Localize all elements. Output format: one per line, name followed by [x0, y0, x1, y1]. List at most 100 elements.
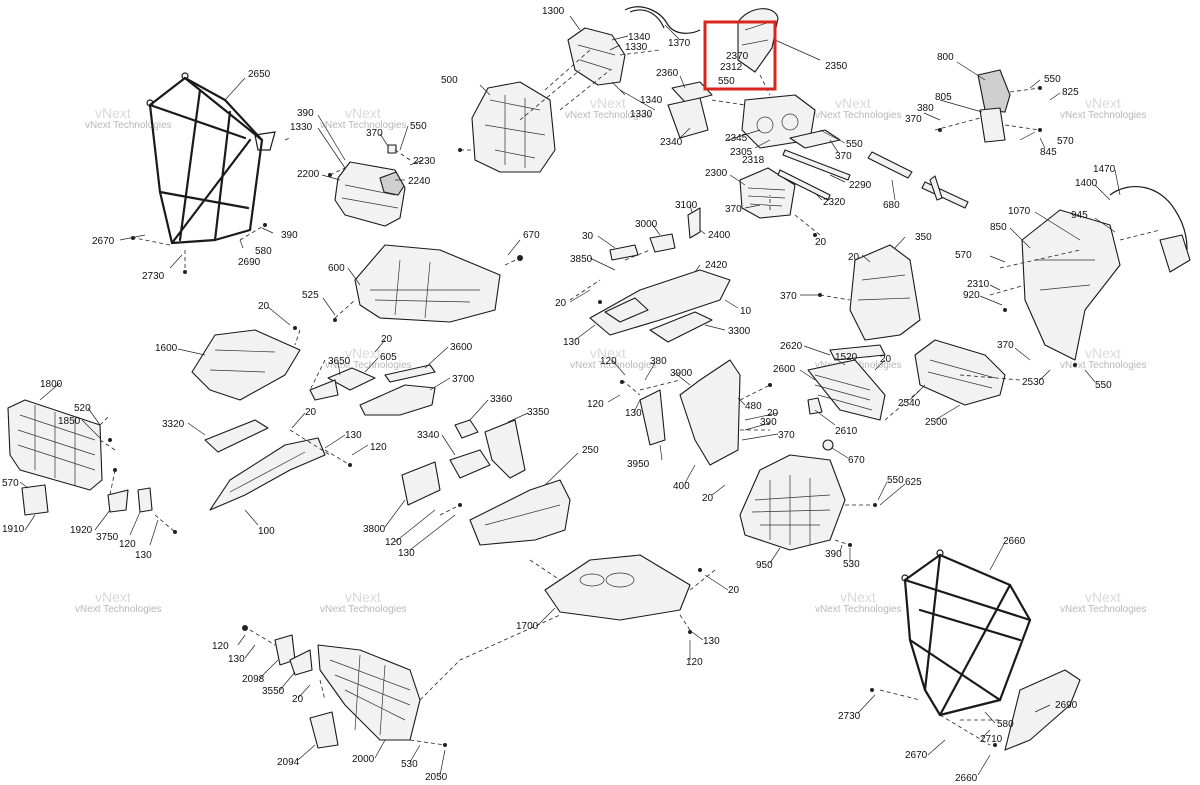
part-number-label[interactable]: 1470 [1093, 164, 1116, 175]
part-number-label[interactable]: 2670 [905, 750, 928, 761]
part-number-label[interactable]: 250 [582, 445, 599, 456]
part-number-label[interactable]: 570 [2, 478, 19, 489]
part-number-label[interactable]: 100 [258, 526, 275, 537]
part-number-label[interactable]: 2710 [980, 734, 1003, 745]
part-number-label[interactable]: 20 [848, 252, 860, 263]
part-number-label[interactable]: 120 [370, 442, 387, 453]
part-number-label[interactable]: 130 [135, 550, 152, 561]
part-number-label[interactable]: 3360 [490, 394, 513, 405]
part-number-label[interactable]: 480 [745, 401, 762, 412]
part-number-label[interactable]: 2340 [660, 137, 683, 148]
part-number-label[interactable]: 2350 [825, 61, 848, 72]
part-number-label[interactable]: 20 [555, 298, 567, 309]
part-number-label[interactable]: 605 [380, 352, 397, 363]
part-number-label[interactable]: 550 [887, 475, 904, 486]
part-number-label[interactable]: 20 [767, 408, 779, 419]
part-number-label[interactable]: 370 [905, 114, 922, 125]
part-number-label[interactable]: 130 [625, 408, 642, 419]
part-number-label[interactable]: 3900 [670, 368, 693, 379]
part-number-label[interactable]: 3750 [96, 532, 119, 543]
part-number-label[interactable]: 2500 [925, 417, 948, 428]
part-number-label[interactable]: 130 [398, 548, 415, 559]
part-number-label[interactable]: 825 [1062, 87, 1079, 98]
part-number-label[interactable]: 550 [410, 121, 427, 132]
part-number-label[interactable]: 20 [728, 585, 740, 596]
part-number-label[interactable]: 2400 [708, 230, 731, 241]
part-number-label[interactable]: 3550 [262, 686, 285, 697]
part-number-label[interactable]: 120 [119, 539, 136, 550]
part-number-label[interactable]: 380 [917, 103, 934, 114]
part-number-label[interactable]: 3340 [417, 430, 440, 441]
part-number-label[interactable]: 3650 [328, 356, 351, 367]
part-number-label[interactable]: 520 [74, 403, 91, 414]
part-number-label[interactable]: 2000 [352, 754, 375, 765]
part-number-label[interactable]: 120 [600, 356, 617, 367]
part-number-label[interactable]: 850 [990, 222, 1007, 233]
part-number-label[interactable]: 20 [880, 354, 892, 365]
part-number-label[interactable]: 2690 [238, 257, 261, 268]
part-number-label[interactable]: 3600 [450, 342, 473, 353]
part-number-label[interactable]: 2730 [142, 271, 165, 282]
part-number-label[interactable]: 1600 [155, 343, 178, 354]
part-number-label[interactable]: 1920 [70, 525, 93, 536]
part-number-label[interactable]: 1400 [1075, 178, 1098, 189]
part-number-label[interactable]: 2345 [725, 133, 748, 144]
part-number-label[interactable]: 570 [1057, 136, 1074, 147]
part-number-label[interactable]: 3950 [627, 459, 650, 470]
part-number-label[interactable]: 3850 [570, 254, 593, 265]
part-number-label[interactable]: 3300 [728, 326, 751, 337]
part-number-label[interactable]: 370 [725, 204, 742, 215]
part-number-label[interactable]: 2300 [705, 168, 728, 179]
part-number-label[interactable]: 3000 [635, 219, 658, 230]
part-number-label[interactable]: 3700 [452, 374, 475, 385]
part-number-label[interactable]: 20 [258, 301, 270, 312]
part-number-label[interactable]: 2310 [967, 279, 990, 290]
part-number-label[interactable]: 370 [778, 430, 795, 441]
part-number-label[interactable]: 1800 [40, 379, 63, 390]
part-number-label[interactable]: 2094 [277, 757, 300, 768]
part-number-label[interactable]: 20 [702, 493, 714, 504]
part-number-label[interactable]: 2670 [92, 236, 115, 247]
part-number-label[interactable]: 1330 [290, 122, 313, 133]
part-number-label[interactable]: 390 [297, 108, 314, 119]
part-number-label[interactable]: 2370 [726, 51, 749, 62]
part-number-label[interactable]: 20 [381, 334, 393, 345]
part-number-label[interactable]: 845 [1040, 147, 1057, 158]
part-number-label[interactable]: 500 [441, 75, 458, 86]
part-number-label[interactable]: 1340 [628, 32, 651, 43]
part-number-label[interactable]: 2730 [838, 711, 861, 722]
part-number-label[interactable]: 3800 [363, 524, 386, 535]
part-number-label[interactable]: 550 [1095, 380, 1112, 391]
part-number-label[interactable]: 950 [756, 560, 773, 571]
part-number-label[interactable]: 120 [385, 537, 402, 548]
part-number-label[interactable]: 370 [366, 128, 383, 139]
part-number-label[interactable]: 130 [345, 430, 362, 441]
part-number-label[interactable]: 390 [825, 549, 842, 560]
part-number-label[interactable]: 130 [703, 636, 720, 647]
part-number-label[interactable]: 1330 [630, 109, 653, 120]
part-number-label[interactable]: 2600 [773, 364, 796, 375]
part-number-label[interactable]: 1850 [58, 416, 81, 427]
part-number-label[interactable]: 370 [835, 151, 852, 162]
part-number-label[interactable]: 130 [563, 337, 580, 348]
part-number-label[interactable]: 400 [673, 481, 690, 492]
part-number-label[interactable]: 1300 [542, 6, 565, 17]
part-number-label[interactable]: 350 [915, 232, 932, 243]
part-number-label[interactable]: 390 [281, 230, 298, 241]
part-number-label[interactable]: 3100 [675, 200, 698, 211]
part-number-label[interactable]: 2318 [742, 155, 765, 166]
part-number-label[interactable]: 390 [760, 417, 777, 428]
part-number-label[interactable]: 120 [587, 399, 604, 410]
part-number-label[interactable]: 805 [935, 92, 952, 103]
part-number-label[interactable]: 600 [328, 263, 345, 274]
part-number-label[interactable]: 1330 [625, 42, 648, 53]
part-number-label[interactable]: 2360 [656, 68, 679, 79]
part-number-label[interactable]: 670 [848, 455, 865, 466]
part-number-label[interactable]: 20 [815, 237, 827, 248]
part-number-label[interactable]: 2690 [1055, 700, 1078, 711]
part-number-label[interactable]: 2305 [730, 147, 753, 158]
part-number-label[interactable]: 530 [843, 559, 860, 570]
part-number-label[interactable]: 2660 [955, 773, 978, 784]
part-number-label[interactable]: 2240 [408, 176, 431, 187]
part-number-label[interactable]: 2200 [297, 169, 320, 180]
